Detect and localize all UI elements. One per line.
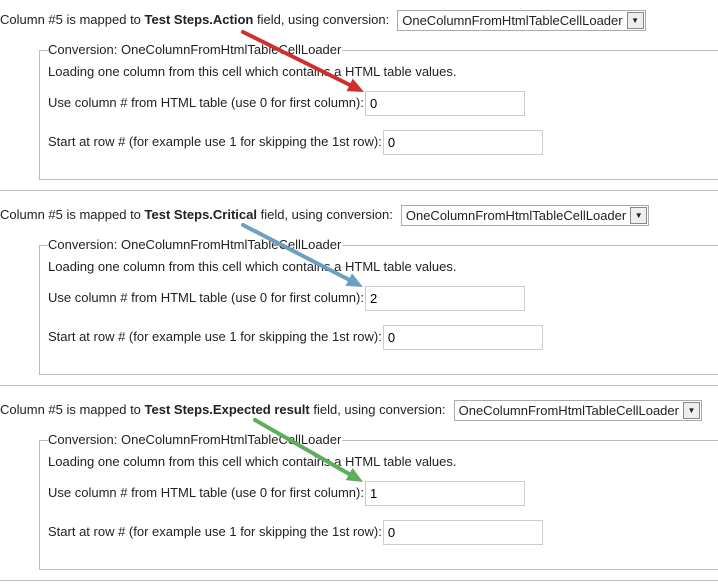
conversion-select-value: OneColumnFromHtmlTableCellLoader (405, 208, 627, 223)
conversion-select[interactable]: OneColumnFromHtmlTableCellLoader▼ (397, 10, 646, 31)
column-input[interactable] (364, 481, 525, 506)
start-row-label: Start at row # (for example use 1 for sk… (48, 133, 382, 149)
start-row-label: Start at row # (for example use 1 for sk… (48, 523, 382, 539)
conversion-select-value: OneColumnFromHtmlTableCellLoader (402, 13, 623, 28)
column-input[interactable] (364, 286, 525, 311)
header-suffix: field, using conversion: (257, 206, 393, 222)
column-label: Use column # from HTML table (use 0 for … (48, 484, 364, 500)
start-row-input[interactable] (382, 520, 543, 545)
header-prefix: Column #5 is mapped to (0, 11, 145, 27)
column-label: Use column # from HTML table (use 0 for … (48, 94, 364, 110)
mapping-section: Column #5 is mapped to Test Steps.Critic… (0, 195, 718, 390)
column-label: Use column # from HTML table (use 0 for … (48, 289, 364, 305)
header-prefix: Column #5 is mapped to (0, 401, 145, 417)
start-row-row: Start at row # (for example use 1 for sk… (48, 325, 543, 350)
conversion-description: Loading one column from this cell which … (48, 64, 457, 79)
target-field: Test Steps.Critical (144, 206, 257, 222)
chevron-down-icon[interactable]: ▼ (682, 402, 700, 419)
conversion-fieldset: Conversion: OneColumnFromHtmlTableCellLo… (39, 237, 718, 375)
column-row: Use column # from HTML table (use 0 for … (48, 286, 525, 311)
mapping-section: Column #5 is mapped to Test Steps.Action… (0, 0, 718, 195)
mapping-section: Column #5 is mapped to Test Steps.Expect… (0, 390, 718, 585)
section-divider (0, 580, 718, 581)
conversion-select-value: OneColumnFromHtmlTableCellLoader (458, 403, 679, 418)
mapping-header: Column #5 is mapped to Test Steps.Expect… (0, 400, 702, 421)
start-row-row: Start at row # (for example use 1 for sk… (48, 130, 543, 155)
chevron-down-icon[interactable]: ▼ (626, 12, 644, 29)
chevron-down-icon[interactable]: ▼ (630, 207, 648, 224)
start-row-row: Start at row # (for example use 1 for sk… (48, 520, 543, 545)
fieldset-legend: Conversion: OneColumnFromHtmlTableCellLo… (48, 237, 343, 252)
target-field: Test Steps.Action (144, 11, 254, 27)
column-row: Use column # from HTML table (use 0 for … (48, 91, 525, 116)
conversion-description: Loading one column from this cell which … (48, 454, 457, 469)
conversion-fieldset: Conversion: OneColumnFromHtmlTableCellLo… (39, 42, 718, 180)
section-divider (0, 385, 718, 386)
column-row: Use column # from HTML table (use 0 for … (48, 481, 525, 506)
conversion-select[interactable]: OneColumnFromHtmlTableCellLoader▼ (400, 205, 650, 226)
target-field: Test Steps.Expected result (144, 401, 310, 417)
conversion-fieldset: Conversion: OneColumnFromHtmlTableCellLo… (39, 432, 718, 570)
mapping-header: Column #5 is mapped to Test Steps.Critic… (0, 205, 650, 226)
header-suffix: field, using conversion: (253, 11, 390, 27)
fieldset-legend: Conversion: OneColumnFromHtmlTableCellLo… (48, 42, 343, 57)
header-suffix: field, using conversion: (309, 401, 446, 417)
conversion-description: Loading one column from this cell which … (48, 259, 457, 274)
start-row-input[interactable] (382, 325, 543, 350)
column-input[interactable] (364, 91, 525, 116)
start-row-input[interactable] (382, 130, 543, 155)
conversion-select[interactable]: OneColumnFromHtmlTableCellLoader▼ (453, 400, 702, 421)
fieldset-legend: Conversion: OneColumnFromHtmlTableCellLo… (48, 432, 343, 447)
header-prefix: Column #5 is mapped to (0, 206, 145, 222)
start-row-label: Start at row # (for example use 1 for sk… (48, 328, 382, 344)
mapping-header: Column #5 is mapped to Test Steps.Action… (0, 10, 646, 31)
section-divider (0, 190, 718, 191)
